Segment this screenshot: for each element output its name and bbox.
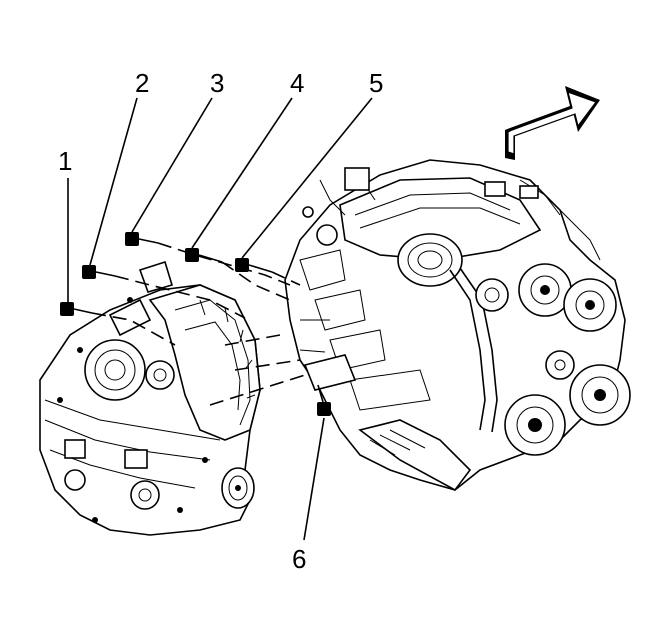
leader-lines bbox=[67, 97, 373, 541]
bolt-1 bbox=[60, 302, 93, 316]
engine-assembly bbox=[284, 159, 631, 492]
alignment-lines bbox=[91, 242, 306, 406]
callout-6: 6 bbox=[292, 544, 306, 574]
callout-3: 3 bbox=[210, 68, 224, 98]
callout-2: 2 bbox=[135, 68, 149, 98]
callout-5: 5 bbox=[369, 68, 383, 98]
bolt-5 bbox=[235, 258, 273, 273]
bolt-4 bbox=[185, 248, 223, 263]
bolt-2 bbox=[82, 265, 116, 279]
bolt-3 bbox=[125, 232, 159, 246]
front-direction-arrow-icon bbox=[505, 86, 600, 160]
bolt-6 bbox=[317, 384, 331, 416]
callout-4: 4 bbox=[290, 68, 304, 98]
callout-1: 1 bbox=[58, 146, 72, 176]
